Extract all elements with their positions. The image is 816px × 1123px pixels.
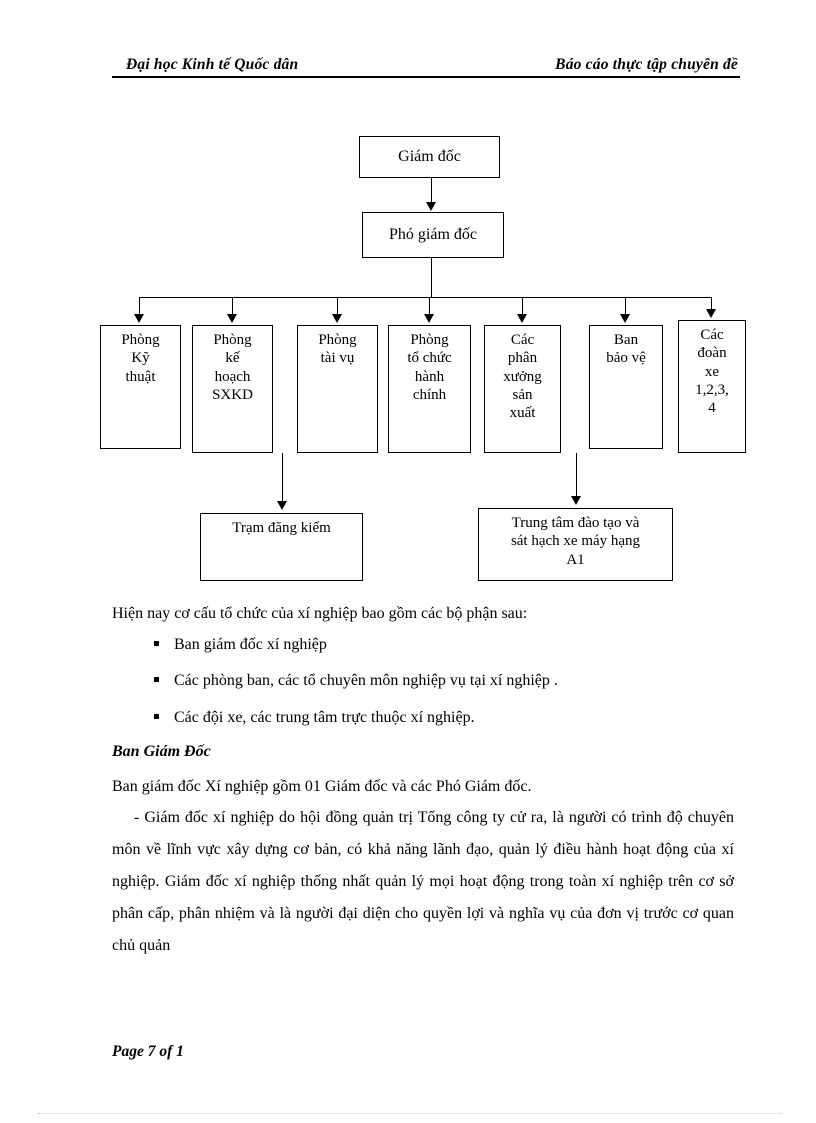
org-node-vice-director-label: Phó giám đốc	[389, 226, 477, 244]
connector-bus-to-dept5	[522, 297, 523, 317]
connector-bus-to-dept6	[625, 297, 626, 317]
list-item: Các phòng ban, các tổ chuyên môn nghiệp …	[154, 669, 734, 692]
connector-horizontal-bus	[139, 297, 712, 298]
org-node-department-2-label: Phòng kế hoạch SXKD	[212, 332, 253, 403]
square-bullet-icon	[154, 713, 159, 719]
org-node-subunit-2-label: Trung tâm đào tạo và sát hạch xe máy hạn…	[510, 515, 641, 568]
org-node-department-6: Ban bảo vệ	[589, 325, 663, 449]
arrowhead-vice	[426, 202, 436, 211]
body-paragraph-2: - Giám đốc xí nghiệp do hội đồng quản tr…	[112, 808, 734, 954]
square-bullet-icon	[154, 677, 159, 683]
list-item-label: Các đội xe, các trung tâm trực thuộc xí …	[174, 708, 475, 726]
list-item-label: Ban giám đốc xí nghiệp	[174, 636, 327, 654]
arrowhead-dept2	[227, 314, 237, 323]
header-right-title: Báo cáo thực tập chuyên đề	[555, 56, 738, 73]
org-node-department-3-label: Phòng tài vụ	[318, 332, 357, 367]
connector-dept2-to-subunit1	[282, 453, 283, 503]
org-node-department-7: Các đoàn xe 1,2,3, 4	[678, 320, 746, 453]
connector-director-to-vice	[431, 178, 432, 203]
org-node-subunit-1: Trạm đăng kiểm	[200, 513, 363, 581]
arrowhead-dept4	[424, 314, 434, 323]
connector-dept5-to-subunit2	[576, 453, 577, 498]
org-node-director-label: Giám đốc	[398, 148, 461, 166]
square-bullet-icon	[154, 641, 159, 647]
org-node-vice-director: Phó giám đốc	[362, 212, 504, 258]
org-node-department-5: Các phân xưởng sản xuất	[484, 325, 561, 453]
org-node-department-6-label: Ban bảo vệ	[606, 332, 646, 367]
org-node-department-1-label: Phòng Kỹ thuật	[121, 332, 160, 385]
org-node-department-7-label: Các đoàn xe 1,2,3, 4	[695, 327, 729, 417]
org-node-department-3: Phòng tài vụ	[297, 325, 378, 453]
list-item: Ban giám đốc xí nghiệp	[154, 633, 734, 656]
connector-bus-to-dept3	[337, 297, 338, 317]
arrowhead-subunit2	[571, 496, 581, 505]
bullet-list: Ban giám đốc xí nghiệp Các phòng ban, cá…	[112, 633, 734, 729]
org-node-department-4: Phòng tổ chức hành chính	[388, 325, 471, 453]
body-paragraph-1: Ban giám đốc Xí nghiệp gồm 01 Giám đốc v…	[112, 777, 532, 795]
page-header: Đại học Kinh tế Quốc dân Báo cáo thực tậ…	[112, 50, 740, 78]
header-left-title: Đại học Kinh tế Quốc dân	[126, 56, 299, 73]
org-node-department-1: Phòng Kỹ thuật	[100, 325, 181, 449]
connector-bus-to-dept7	[711, 297, 712, 312]
intro-paragraph: Hiện nay cơ cấu tổ chức của xí nghiệp ba…	[112, 605, 528, 622]
connector-vice-to-bus	[431, 258, 432, 298]
org-node-subunit-1-label: Trạm đăng kiểm	[232, 520, 331, 536]
connector-bus-to-dept4	[429, 297, 430, 317]
arrowhead-dept1	[134, 314, 144, 323]
org-node-department-5-label: Các phân xưởng sản xuất	[503, 332, 542, 422]
org-node-director: Giám đốc	[359, 136, 500, 178]
connector-bus-to-dept1	[139, 297, 140, 317]
page-footer: Page 7 of 1	[112, 1043, 184, 1060]
arrowhead-dept5	[517, 314, 527, 323]
section-heading: Ban Giám Đốc	[112, 742, 211, 760]
page-bottom-separator	[38, 1113, 782, 1114]
arrowhead-dept6	[620, 314, 630, 323]
arrowhead-dept3	[332, 314, 342, 323]
organization-chart: Giám đốc Phó giám đốc Phòng Kỹ thuật Phò…	[100, 136, 746, 581]
org-node-subunit-2: Trung tâm đào tạo và sát hạch xe máy hạn…	[478, 508, 673, 581]
org-node-department-4-label: Phòng tổ chức hành chính	[407, 332, 452, 403]
list-item-label: Các phòng ban, các tổ chuyên môn nghiệp …	[174, 672, 558, 690]
connector-bus-to-dept2	[232, 297, 233, 317]
arrowhead-dept7	[706, 309, 716, 318]
document-body: Hiện nay cơ cấu tổ chức của xí nghiệp ba…	[112, 602, 734, 962]
arrowhead-subunit1	[277, 501, 287, 510]
list-item: Các đội xe, các trung tâm trực thuộc xí …	[154, 706, 734, 729]
org-node-department-2: Phòng kế hoạch SXKD	[192, 325, 273, 453]
